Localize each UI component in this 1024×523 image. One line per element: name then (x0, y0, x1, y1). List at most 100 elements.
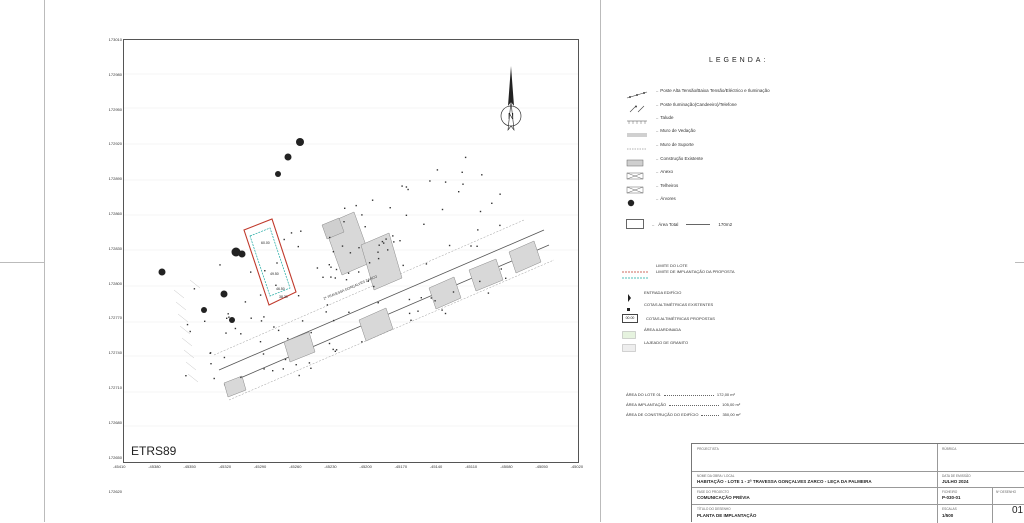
elevation-point (441, 208, 444, 211)
slope-hatching (173, 279, 201, 383)
elevation-point (204, 320, 206, 322)
legend-dash: – (656, 168, 659, 174)
proposal-legend-item: COTAS ALTIMÉTRICAS EXISTENTES (622, 301, 713, 311)
elevation-point (193, 288, 196, 290)
elevation-point (263, 316, 265, 318)
elevation-point (334, 350, 336, 352)
elevation-point (225, 332, 227, 334)
file-value: P-030-01 (942, 495, 961, 500)
elevation-point (210, 363, 212, 365)
elevation-point (316, 267, 319, 269)
legend-item: –Construção Existente (626, 153, 703, 167)
elevation-point (405, 214, 408, 216)
map-canvas: 60.00 49.50 46.50 38.30 2ª TRAVESSA GONÇ… (124, 73, 578, 427)
elevation-point (358, 247, 360, 249)
elevation-point (405, 186, 408, 188)
elevation-point (310, 367, 312, 369)
total-area-label: Área Total (658, 221, 679, 227)
sheet-fold-mark-right (1015, 262, 1024, 263)
elevation-point (347, 272, 350, 274)
elevation-point (335, 349, 338, 351)
sheet-fold-mark (0, 262, 44, 263)
elevation-point (234, 327, 237, 330)
elevation-point (310, 331, 312, 334)
phase-value: COMUNICAÇÃO PRÉVIA (697, 495, 750, 500)
issue-date-label: DATA DE EMISSÃO (942, 474, 971, 478)
designer-label: PROJECTISTA (697, 447, 719, 451)
elevation-point (423, 223, 425, 225)
legend-dash: – (656, 114, 659, 120)
legend-item: –Telheiros (626, 180, 678, 194)
elevation-point (209, 352, 211, 354)
elevation-point (429, 180, 431, 182)
elevation-point (461, 171, 463, 173)
elevation-point (367, 280, 369, 282)
elevation-point (477, 229, 479, 231)
elevation-point (392, 235, 394, 237)
elevation-point (297, 245, 299, 248)
elevation-point (464, 156, 467, 159)
area-leader (669, 405, 720, 406)
legend-item-label: Talude (660, 114, 674, 120)
phase-label: FASE DO PROJECTO (697, 490, 729, 494)
elevation-point (377, 251, 379, 253)
elevation-point (399, 240, 401, 242)
shed-icon (626, 181, 648, 194)
proposal-legend-label: LIMITE DE IMPLANTAÇÃO DA PROPOSTA (656, 269, 735, 274)
y-tick-label: 172830 (108, 245, 122, 251)
elevation-point (263, 368, 265, 370)
elevation-point (402, 264, 404, 267)
y-tick-label: 172740 (108, 350, 122, 356)
elevation-point (244, 301, 247, 303)
elevation-point (500, 268, 502, 270)
elevation-point (355, 204, 357, 207)
elevation-point (277, 329, 280, 332)
sheet-number-label: Nº DESENHO (996, 490, 1017, 494)
legend-item: –Talude (626, 112, 674, 124)
elevation-point (332, 348, 334, 351)
elevation-point (481, 174, 483, 176)
legend-dash: – (656, 141, 659, 147)
elevation-point (333, 319, 335, 322)
elevation-point (250, 271, 252, 273)
y-tick-label: 172620 (108, 489, 122, 495)
elevation-point (328, 264, 330, 266)
lot-label-3: 46.50 (276, 287, 285, 291)
elevation-point (479, 210, 482, 213)
elevation-point (499, 224, 501, 227)
elevation-point (282, 368, 284, 370)
elevation-point (373, 285, 375, 288)
existing-elevation-points (185, 156, 507, 380)
proposal-legend-label: LIMITE DO LOTE (656, 263, 688, 268)
y-tick-label: 172890 (108, 176, 122, 182)
power-pole-icon (626, 86, 648, 99)
lot-limit-outline[interactable] (243, 218, 297, 306)
elevation-point (297, 295, 300, 297)
elevation-point (330, 276, 332, 278)
issue-date-value: JULHO 2024 (942, 479, 969, 484)
elevation-point (272, 370, 274, 372)
sheet-fold-line (600, 0, 601, 522)
elevation-point (343, 221, 345, 223)
x-tick-label: -45080 (500, 464, 513, 469)
tree-icon (626, 194, 648, 207)
x-tick-label: -45290 (253, 464, 267, 469)
elevation-point (410, 319, 412, 321)
elevation-point (325, 311, 327, 313)
elevation-point (185, 375, 187, 377)
sheet-border-left (44, 0, 45, 522)
file-label: FICHEIRO (942, 490, 958, 494)
support-wall-icon (626, 140, 648, 150)
elevation-point (275, 284, 277, 286)
elevation-point (408, 312, 411, 315)
elevation-point (385, 238, 387, 240)
area-label: ÁREA IMPLANTAÇÃO (626, 402, 667, 407)
lot-limit-icon (622, 262, 648, 273)
elevation-point (308, 362, 311, 364)
elevation-point (186, 323, 189, 326)
elevation-point (387, 249, 389, 251)
elevation-point (470, 245, 472, 247)
elevation-point (322, 276, 324, 278)
